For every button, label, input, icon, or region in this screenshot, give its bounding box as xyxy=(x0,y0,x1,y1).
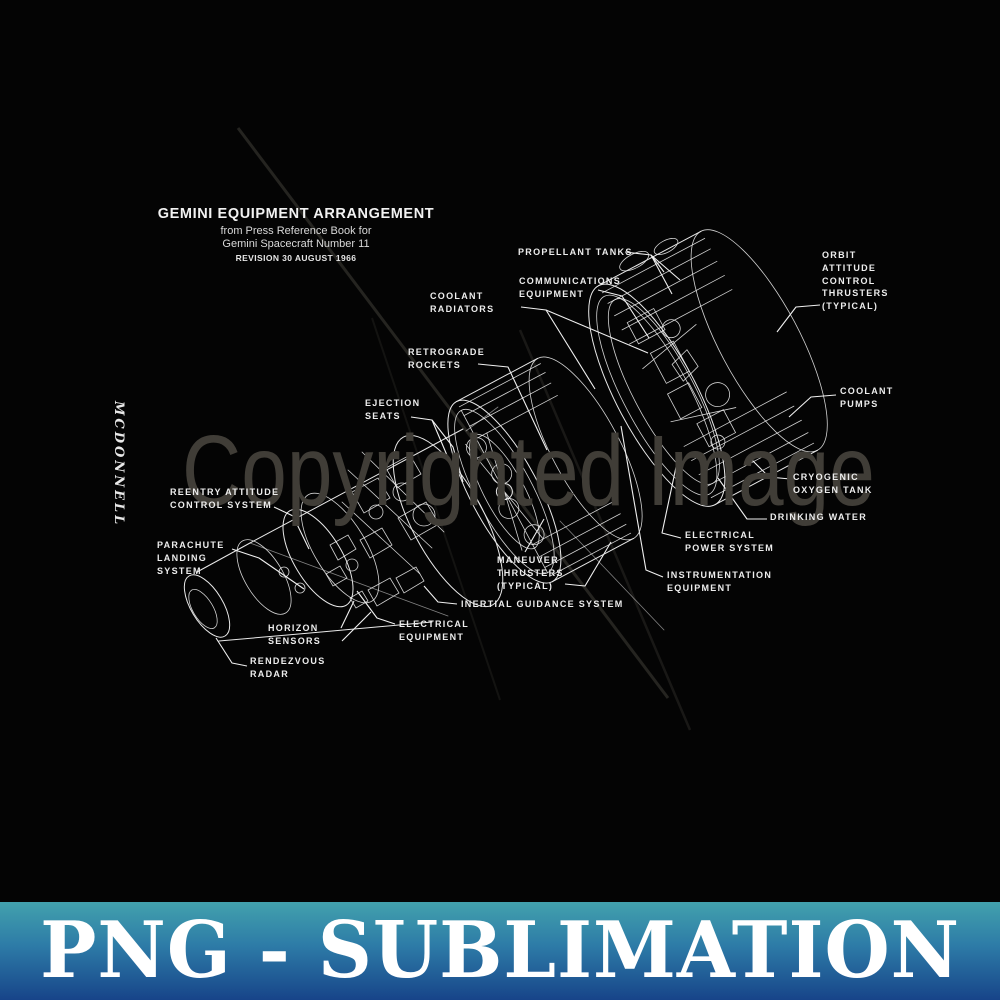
leader-line-electrical-equipment xyxy=(356,590,396,625)
leader-line-coolant-radiators xyxy=(545,309,649,354)
diagram-label-electrical-equipment: ELECTRICAL EQUIPMENT xyxy=(399,619,469,642)
leader-line-cryogenic-oxygen-tank xyxy=(751,459,791,480)
diagram-label-retrograde-rockets: RETROGRADE ROCKETS xyxy=(408,347,486,370)
diagram-label-maneuver-thrusters: MANEUVER THRUSTERS (TYPICAL) xyxy=(497,555,564,591)
leader-lines xyxy=(215,251,837,667)
diagram-revision: REVISION 30 AUGUST 1966 xyxy=(235,253,357,263)
watermark-cross-lines xyxy=(236,127,692,731)
diagram-label-drinking-water: DRINKING WATER xyxy=(770,512,868,522)
leader-line-ejection-seats xyxy=(431,419,464,483)
leader-line-parachute-landing-system xyxy=(231,548,305,590)
watermark-text: Copyrighted Image xyxy=(182,415,875,527)
diagram-label-horizon-sensors: HORIZON SENSORS xyxy=(268,623,322,646)
diagram-label-instrumentation-equipment: INSTRUMENTATION EQUIPMENT xyxy=(667,570,773,593)
diagram-label-ejection-seats: EJECTION SEATS xyxy=(365,398,421,421)
retro-adapter-wireframe xyxy=(447,356,643,584)
spacecraft-wireframe xyxy=(183,229,828,642)
leader-line-retrograde-rockets xyxy=(477,363,548,451)
banner-text: PNG - SUBLIMATION xyxy=(40,905,960,996)
diagram-label-propellant-tanks: PROPELLANT TANKS xyxy=(518,247,633,257)
leader-line-communications-equipment xyxy=(597,289,650,339)
leader-line-reentry-attitude-control-system xyxy=(273,506,310,550)
leader-line-coolant-pumps xyxy=(788,394,837,418)
diagram-title: GEMINI EQUIPMENT ARRANGEMENT xyxy=(157,206,435,222)
title-block: GEMINI EQUIPMENT ARRANGEMENT from Press … xyxy=(140,206,452,263)
leader-line-inertial-guidance-system xyxy=(423,585,458,605)
leader-line-orbit-attitude-control-thrusters xyxy=(776,304,821,333)
diagram-label-electrical-power-system: ELECTRICAL POWER SYSTEM xyxy=(685,530,775,553)
diagram-label-communications-equipment: COMMUNICATIONS EQUIPMENT xyxy=(519,276,622,299)
diagram-subtitle-line1: from Press Reference Book for xyxy=(220,225,372,237)
leader-line-instrumentation-equipment xyxy=(620,425,664,578)
diagram-subtitle-line2: Gemini Spacecraft Number 11 xyxy=(222,238,370,250)
leader-line-propellant-tanks xyxy=(650,254,665,273)
leader-line-rendezvous-radar xyxy=(215,637,248,667)
leader-line-drinking-water xyxy=(717,477,767,520)
diagram-label-parachute-landing-system: PARACHUTE LANDING SYSTEM xyxy=(157,540,225,576)
manufacturer-vertical-text: MCDONNELL xyxy=(111,401,126,528)
diagram-label-inertial-guidance-system: INERTIAL GUIDANCE SYSTEM xyxy=(461,599,624,609)
product-banner: PNG - SUBLIMATION xyxy=(0,902,1000,1000)
leader-line-coolant-radiators xyxy=(520,306,596,390)
diagram-label-orbit-attitude-control-thrusters: ORBIT ATTITUDE CONTROL THRUSTERS (TYPICA… xyxy=(822,250,889,312)
diagram-label-cryogenic-oxygen-tank: CRYOGENIC OXYGEN TANK xyxy=(793,472,873,495)
diagram-label-coolant-pumps: COOLANT PUMPS xyxy=(840,386,894,409)
leader-line-electrical-power-system xyxy=(661,452,682,539)
leader-line-maneuver-thrusters xyxy=(524,518,545,553)
leader-line-horizon-sensors xyxy=(340,600,355,629)
diagram-label-coolant-radiators: COOLANT RADIATORS xyxy=(430,291,495,314)
leader-line-maneuver-thrusters xyxy=(564,541,612,587)
diagram-label-reentry-attitude-control-system: REENTRY ATTITUDE CONTROL SYSTEM xyxy=(170,487,280,510)
diagram-label-rendezvous-radar: RENDEZVOUS RADAR xyxy=(250,656,326,679)
reentry-module-wireframe xyxy=(183,428,504,642)
leader-line-horizon-sensors xyxy=(341,611,372,642)
leader-line-propellant-tanks xyxy=(650,254,681,281)
